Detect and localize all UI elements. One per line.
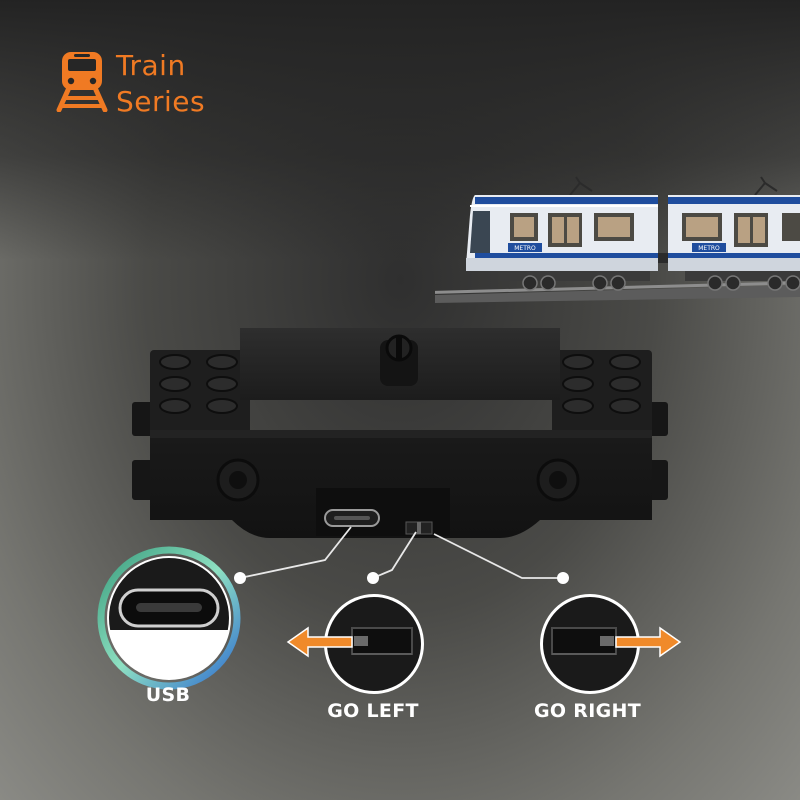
motor-battery-box (132, 328, 668, 538)
go-left-callout (286, 594, 424, 694)
left-stud-block (150, 350, 250, 440)
train-car-2: METRO (668, 195, 800, 291)
right-stud-block (552, 350, 652, 440)
center-pin (380, 334, 418, 386)
usb-label: USB (145, 684, 191, 706)
go-right-label: GO RIGHT (534, 700, 641, 722)
left-callout-dot (367, 572, 379, 584)
usb-callout (97, 546, 241, 690)
left-side-pin (216, 458, 260, 502)
box-body (150, 436, 652, 538)
direction-switch (405, 521, 433, 535)
brand-title-line2: Series (116, 85, 206, 118)
background-gradient (0, 0, 800, 260)
pantograph (569, 176, 778, 196)
train-car-1: METRO (466, 195, 658, 291)
train-icon (56, 52, 108, 112)
go-left-label: GO LEFT (327, 700, 419, 722)
car-badge-2: METRO (698, 245, 720, 252)
brand-title-line1: Train (116, 49, 186, 82)
arrow-right-icon (615, 626, 682, 658)
go-right-callout (540, 594, 682, 694)
car-badge-1: METRO (514, 245, 536, 252)
right-callout-dot (557, 572, 569, 584)
metro-train-image: METRO METRO (435, 176, 800, 303)
arrow-left-icon (286, 626, 353, 658)
brand-header: Train Series (56, 49, 226, 120)
right-side-pin (536, 458, 580, 502)
coupler (658, 253, 668, 263)
